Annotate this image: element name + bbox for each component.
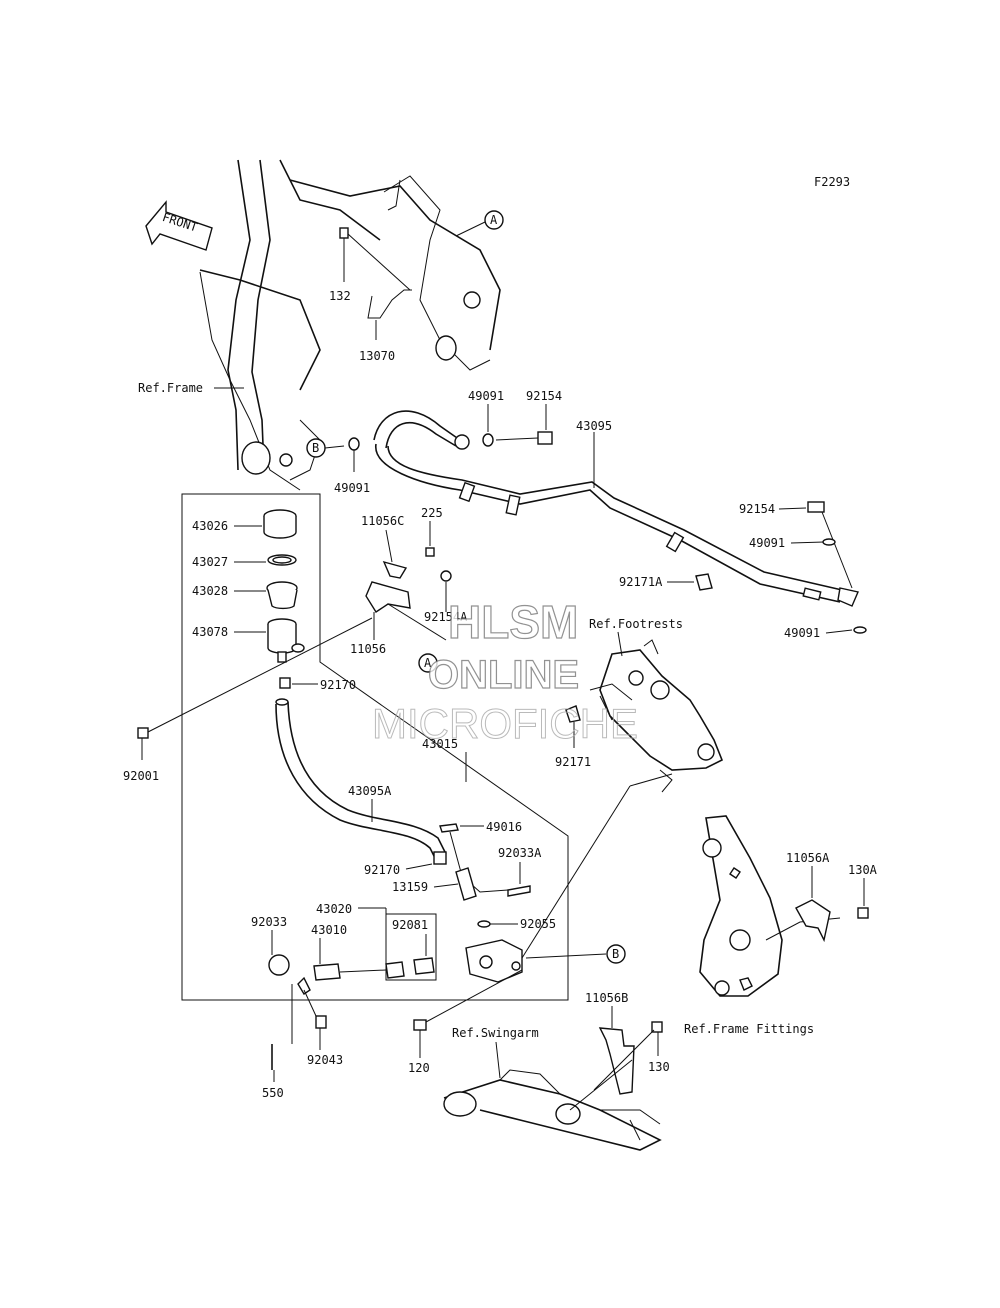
label-92154-right: 92154 (739, 502, 775, 516)
front-arrow-icon: FRONT (145, 200, 213, 251)
label-92043: 92043 (307, 1053, 343, 1067)
bolt-92154-right (807, 501, 825, 513)
label-49091-right2: 49091 (784, 626, 820, 640)
kit-43020-box (385, 913, 437, 981)
master-cylinder-43015 (313, 939, 523, 983)
clip-92171A (695, 573, 713, 591)
label-11056C: 11056C (361, 514, 404, 528)
label-92055: 92055 (520, 917, 556, 931)
swingarm (443, 1069, 662, 1151)
washer-49091-right1 (822, 538, 836, 546)
reservoir-43078 (267, 618, 305, 663)
label-43095A: 43095A (348, 784, 392, 798)
label-43010: 43010 (311, 923, 347, 937)
ref-frame-fittings-label: Ref.Frame Fittings (684, 1022, 814, 1036)
label-11056: 11056 (350, 642, 386, 656)
diagram-code: F2293 (814, 175, 850, 189)
ref-frame-label: Ref.Frame (138, 381, 203, 395)
ref-swingarm-label: Ref.Swingarm (452, 1026, 539, 1040)
cap-43026 (263, 509, 297, 539)
pin-49016 (439, 823, 459, 833)
bolt-130 (651, 1021, 663, 1033)
label-43027: 43027 (192, 555, 228, 569)
marker-a-top (484, 210, 504, 230)
watermark-line3: MICROFICHE (372, 700, 638, 747)
bracket-11056B (598, 1027, 635, 1095)
footrest-bracket (589, 639, 724, 793)
diaphragm-43028 (266, 581, 298, 610)
marker-a-mid (418, 653, 438, 673)
label-92001: 92001 (123, 769, 159, 783)
label-11056A: 11056A (786, 851, 830, 865)
piston-43010 (313, 963, 341, 981)
label-11056B: 11056B (585, 991, 628, 1005)
label-43095: 43095 (576, 419, 612, 433)
label-13159: 13159 (392, 880, 428, 894)
watermark: HLSM ONLINE MICROFICHE (372, 595, 639, 747)
label-120: 120 (408, 1061, 430, 1075)
label-92170-top: 92170 (320, 678, 356, 692)
marker-b-mid (606, 944, 626, 964)
label-92171A: 92171A (619, 575, 663, 589)
label-92033A: 92033A (498, 846, 542, 860)
label-49091-right1: 49091 (749, 536, 785, 550)
marker-b-mid-label: B (612, 947, 619, 961)
bolt-92154-top (537, 431, 553, 445)
watermark-line1: HLSM (448, 596, 578, 648)
spring-92081 (413, 957, 435, 975)
label-92154-top: 92154 (526, 389, 562, 403)
label-49016: 49016 (486, 820, 522, 834)
clamp-92170-top (279, 677, 291, 689)
frame-fittings-bracket (699, 815, 841, 997)
hose-43095A (275, 698, 447, 865)
bolt-130A (857, 907, 869, 919)
ref-footrests-label: Ref.Footrests (589, 617, 683, 631)
hose-43095 (373, 410, 859, 607)
label-550: 550 (262, 1086, 284, 1100)
bracket-11056 (365, 547, 452, 613)
ring-92033 (268, 954, 290, 976)
plate-43027 (267, 554, 297, 566)
label-49091-top: 49091 (468, 389, 504, 403)
washer-49091-right2 (853, 626, 867, 634)
label-92033: 92033 (251, 915, 287, 929)
label-43028: 43028 (192, 584, 228, 598)
label-43078: 43078 (192, 625, 228, 639)
bolt-132 (339, 227, 411, 291)
marker-b-left-label: B (312, 441, 319, 455)
pin-92043 (315, 1015, 327, 1029)
label-92170-mid: 92170 (364, 863, 400, 877)
ring-92055 (477, 920, 491, 928)
bracket-11056A (795, 899, 831, 943)
label-92154A: 92154A (424, 610, 468, 624)
marker-a-mid-label: A (424, 656, 432, 670)
label-130: 130 (648, 1060, 670, 1074)
washer-49091-top (482, 433, 494, 447)
bolt-92001 (137, 727, 149, 739)
reservoir-group-box (181, 493, 569, 1001)
label-92081: 92081 (392, 918, 428, 932)
watermark-line2: ONLINE (428, 653, 579, 697)
label-225: 225 (421, 506, 443, 520)
washer-49091-left (348, 437, 360, 451)
label-13070: 13070 (359, 349, 395, 363)
marker-a-top-label: A (490, 213, 498, 227)
label-43020: 43020 (316, 902, 352, 916)
label-132: 132 (329, 289, 351, 303)
label-92171: 92171 (555, 755, 591, 769)
label-43026: 43026 (192, 519, 228, 533)
bracket-13070 (367, 289, 412, 340)
label-49091-left: 49091 (334, 481, 370, 495)
bolt-120 (413, 1019, 427, 1031)
main-frame (199, 159, 501, 491)
label-43015: 43015 (422, 737, 458, 751)
clip-92171 (565, 705, 581, 723)
label-130A: 130A (848, 863, 878, 877)
ring-92033A (507, 885, 531, 897)
rod-13159 (449, 831, 509, 901)
